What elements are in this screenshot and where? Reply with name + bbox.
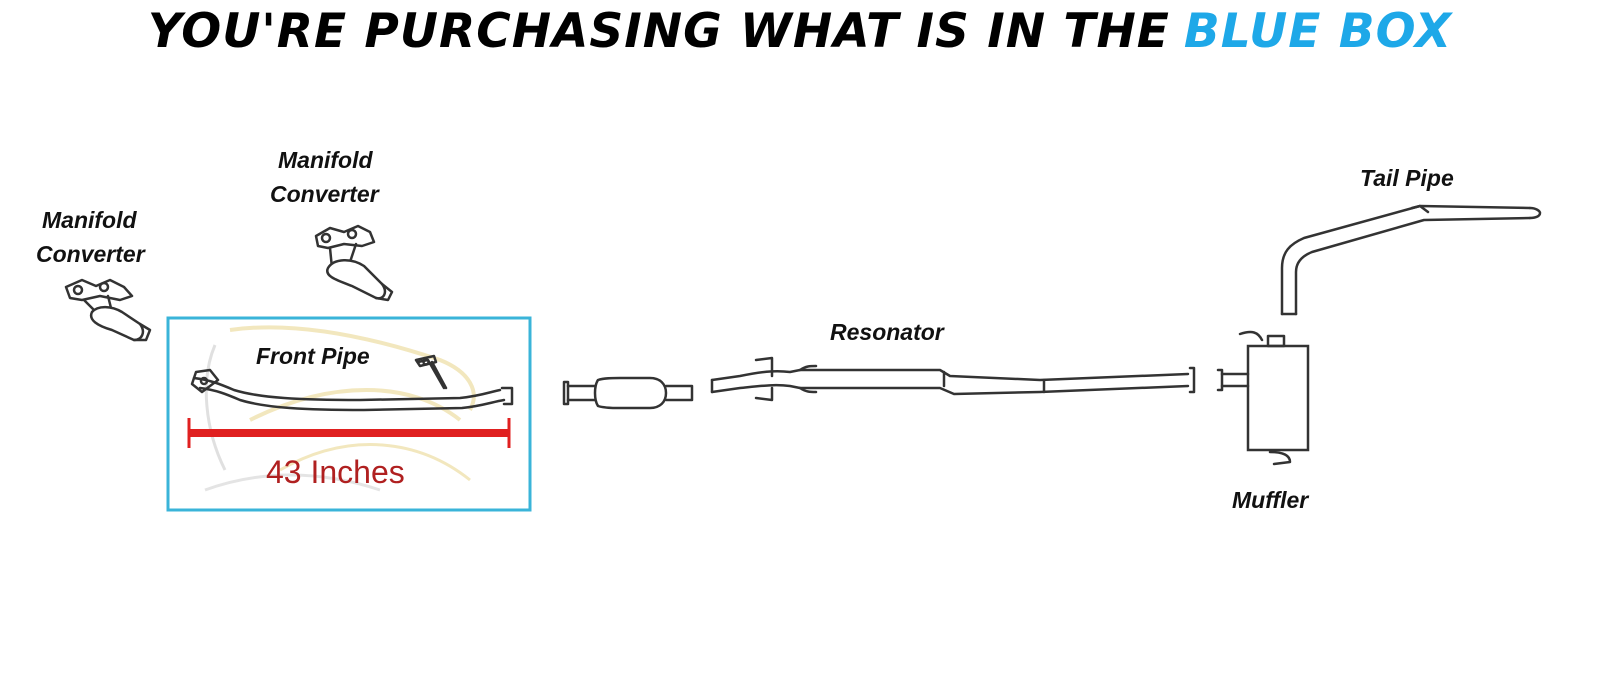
headline: YOU'RE PURCHASING WHAT IS IN THE BLUE BO… [0,0,1600,62]
headline-highlight: BLUE BOX [1183,3,1453,59]
label-manifold-converter-right-line2: Converter [270,181,380,207]
label-manifold-converter-right-line1: Manifold [278,147,373,173]
manifold-converter-left [64,278,152,342]
headline-text: YOU'RE PURCHASING WHAT IS IN THE [147,3,1170,59]
dimension-label: 43 Inches [266,454,405,490]
label-manifold-converter-left-line2: Converter [36,241,146,267]
resonator [710,356,1196,402]
label-front-pipe: Front Pipe [256,343,370,369]
tail-pipe [1280,204,1542,316]
manifold-converter-right [314,224,394,302]
dimension-line [187,418,511,448]
intermediate-pipe [562,376,694,410]
label-muffler: Muffler [1232,487,1309,513]
label-manifold-converter-left-line1: Manifold [42,207,137,233]
front-pipe [190,354,514,412]
label-tail-pipe: Tail Pipe [1360,165,1454,191]
selection-box [166,316,532,512]
label-resonator: Resonator [830,319,945,345]
muffler [1216,330,1310,466]
watermark-logo [204,325,476,492]
